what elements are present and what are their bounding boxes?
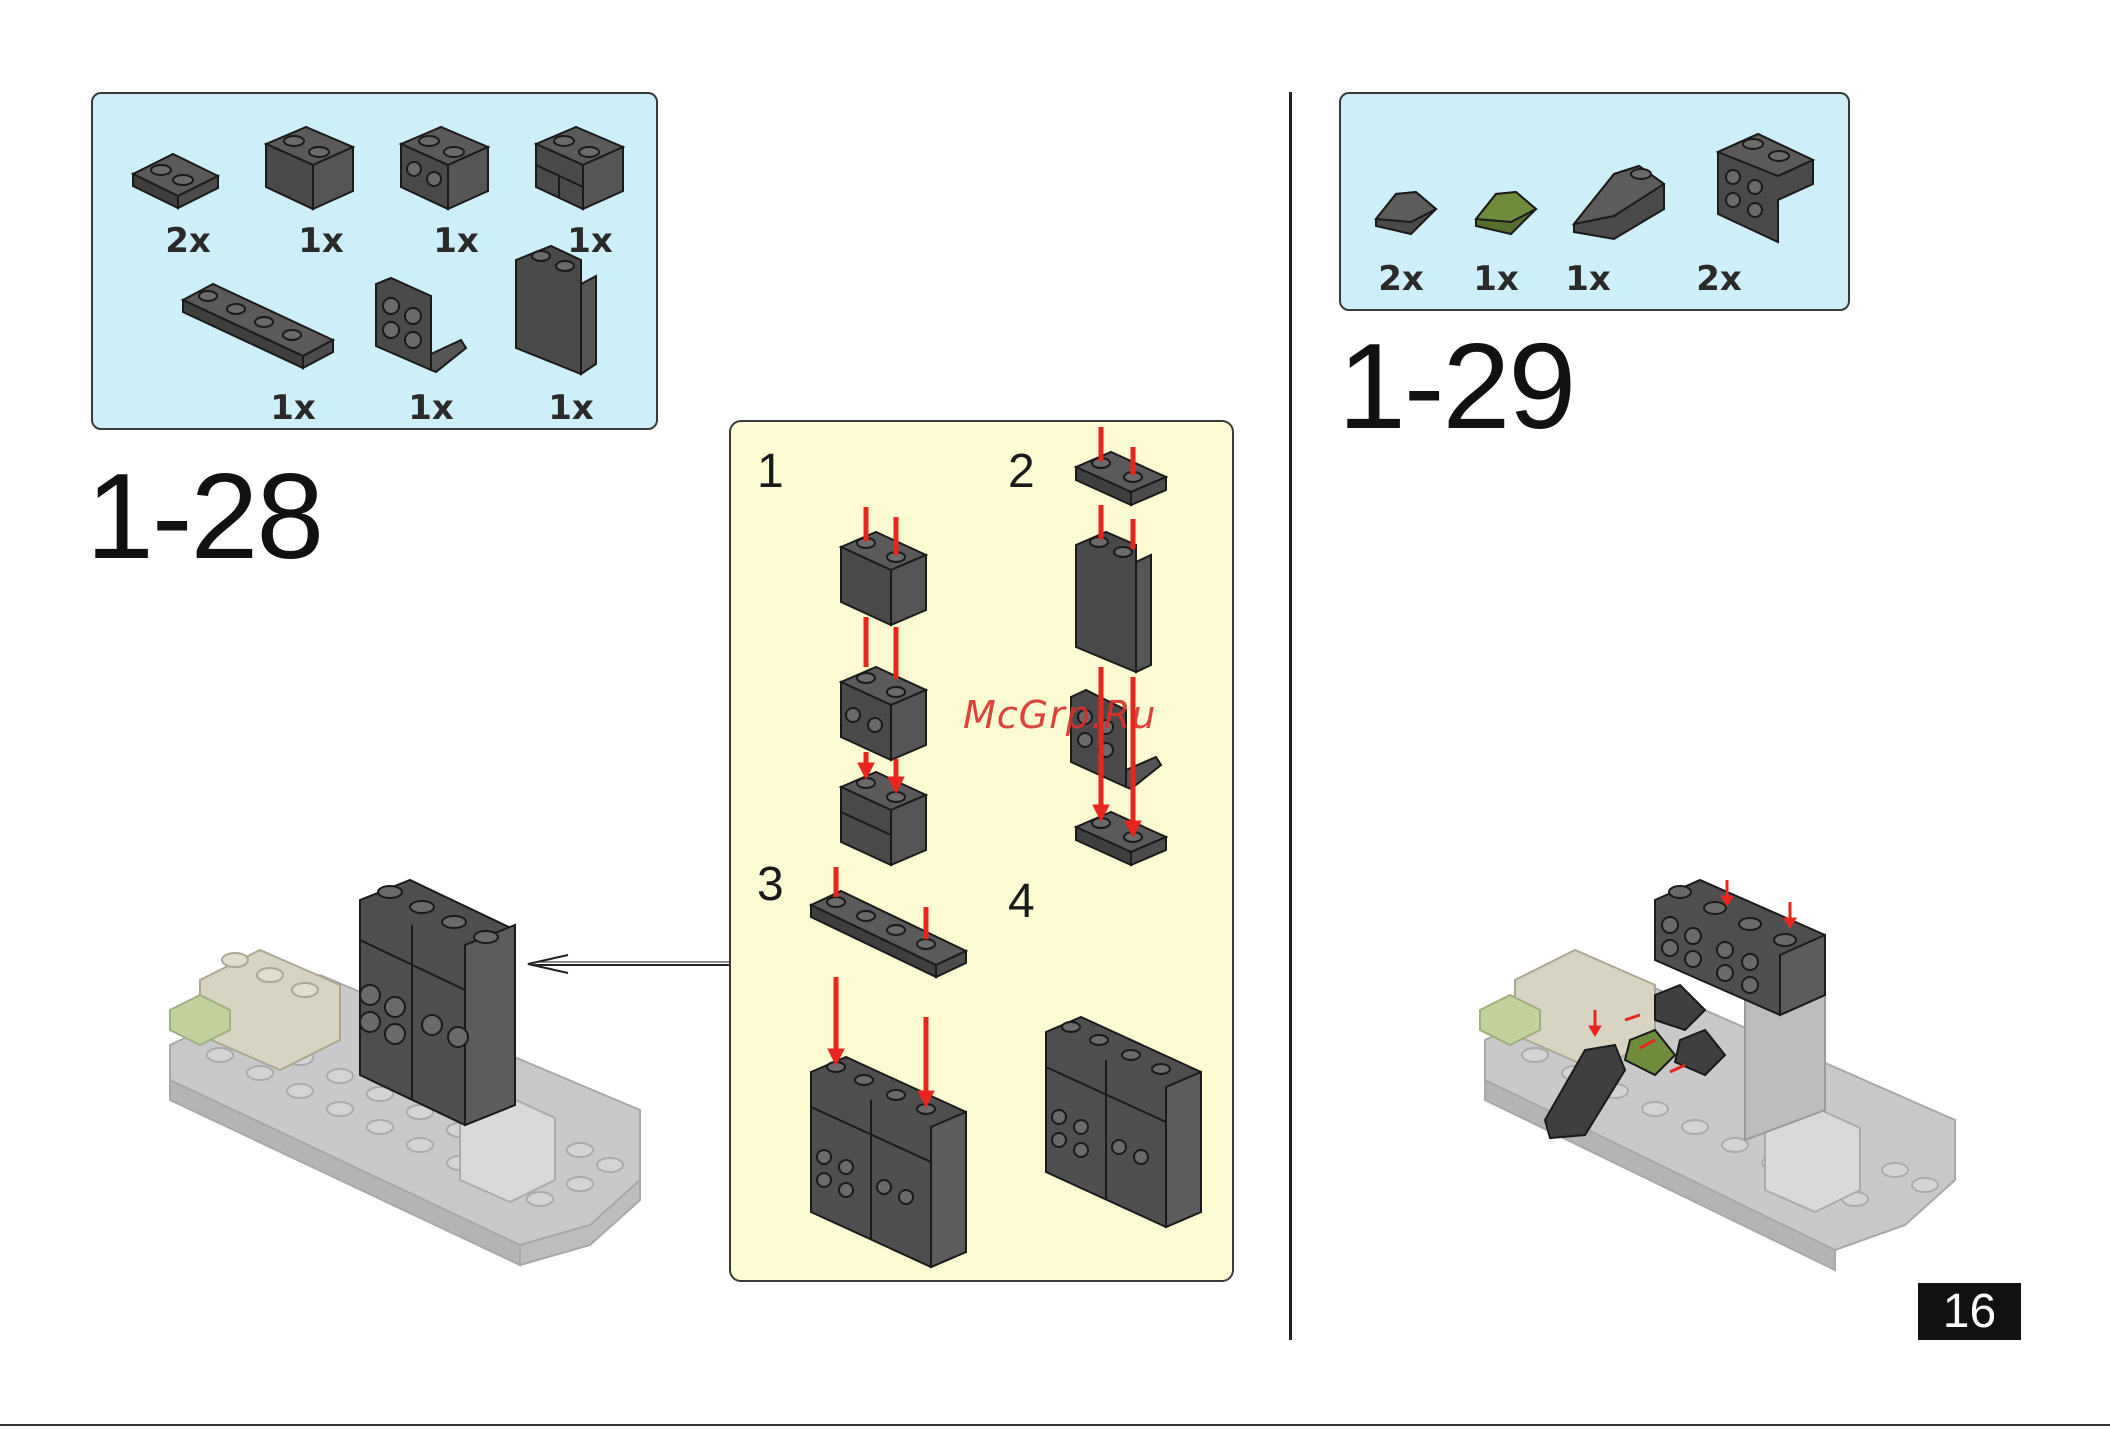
subassembly-box: 1 2 3 4: [729, 420, 1234, 1282]
page-number: 16: [1918, 1283, 2021, 1340]
qty-label: 1x: [1565, 259, 1611, 299]
parts-box-step-28: 2x 1x 1x 1x 1x 1x 1x: [91, 92, 658, 430]
slope-large-icon: [1569, 154, 1669, 249]
panel-icon: [511, 244, 611, 384]
bracket-icon: [1713, 122, 1823, 247]
brick-1x2-studs-side-icon: [396, 119, 496, 219]
brick-1x2-grille-icon: [531, 119, 631, 219]
qty-label: 1x: [548, 388, 594, 428]
qty-label: 2x: [165, 221, 211, 261]
callout-arrow: [520, 950, 735, 980]
model-step-29: [1475, 880, 1965, 1300]
bottom-rule: [0, 1424, 2110, 1426]
step-number-29: 1-29: [1338, 325, 1574, 447]
substep-number: 2: [1008, 444, 1035, 499]
plate-1x4-icon: [178, 272, 338, 372]
qty-label: 2x: [1696, 259, 1742, 299]
substep-1-diagram: [831, 507, 961, 867]
qty-label: 1x: [567, 221, 613, 261]
qty-label: 1x: [298, 221, 344, 261]
slope-small-dark-icon: [1371, 184, 1441, 244]
substep-number: 4: [1008, 874, 1035, 929]
qty-label: 2x: [1378, 259, 1424, 299]
plate-1x2-icon: [128, 144, 228, 214]
qty-label: 1x: [433, 221, 479, 261]
bracket-icon: [371, 274, 471, 384]
parts-box-step-29: 2x 1x 1x 2x: [1339, 92, 1850, 311]
substep-number: 1: [757, 444, 784, 499]
page-divider: [1289, 92, 1292, 1340]
step-number-28: 1-28: [86, 455, 322, 577]
substep-4-diagram: [1041, 992, 1211, 1262]
watermark: McGrp.Ru: [963, 693, 1156, 737]
qty-label: 1x: [1473, 259, 1519, 299]
qty-label: 1x: [270, 388, 316, 428]
substep-2-diagram: [1071, 427, 1181, 872]
qty-label: 1x: [408, 388, 454, 428]
substep-number: 3: [757, 857, 784, 912]
slope-small-green-icon: [1471, 184, 1541, 244]
model-step-28: [160, 880, 680, 1280]
substep-3-diagram: [806, 867, 976, 1267]
brick-1x2-icon: [261, 119, 361, 219]
